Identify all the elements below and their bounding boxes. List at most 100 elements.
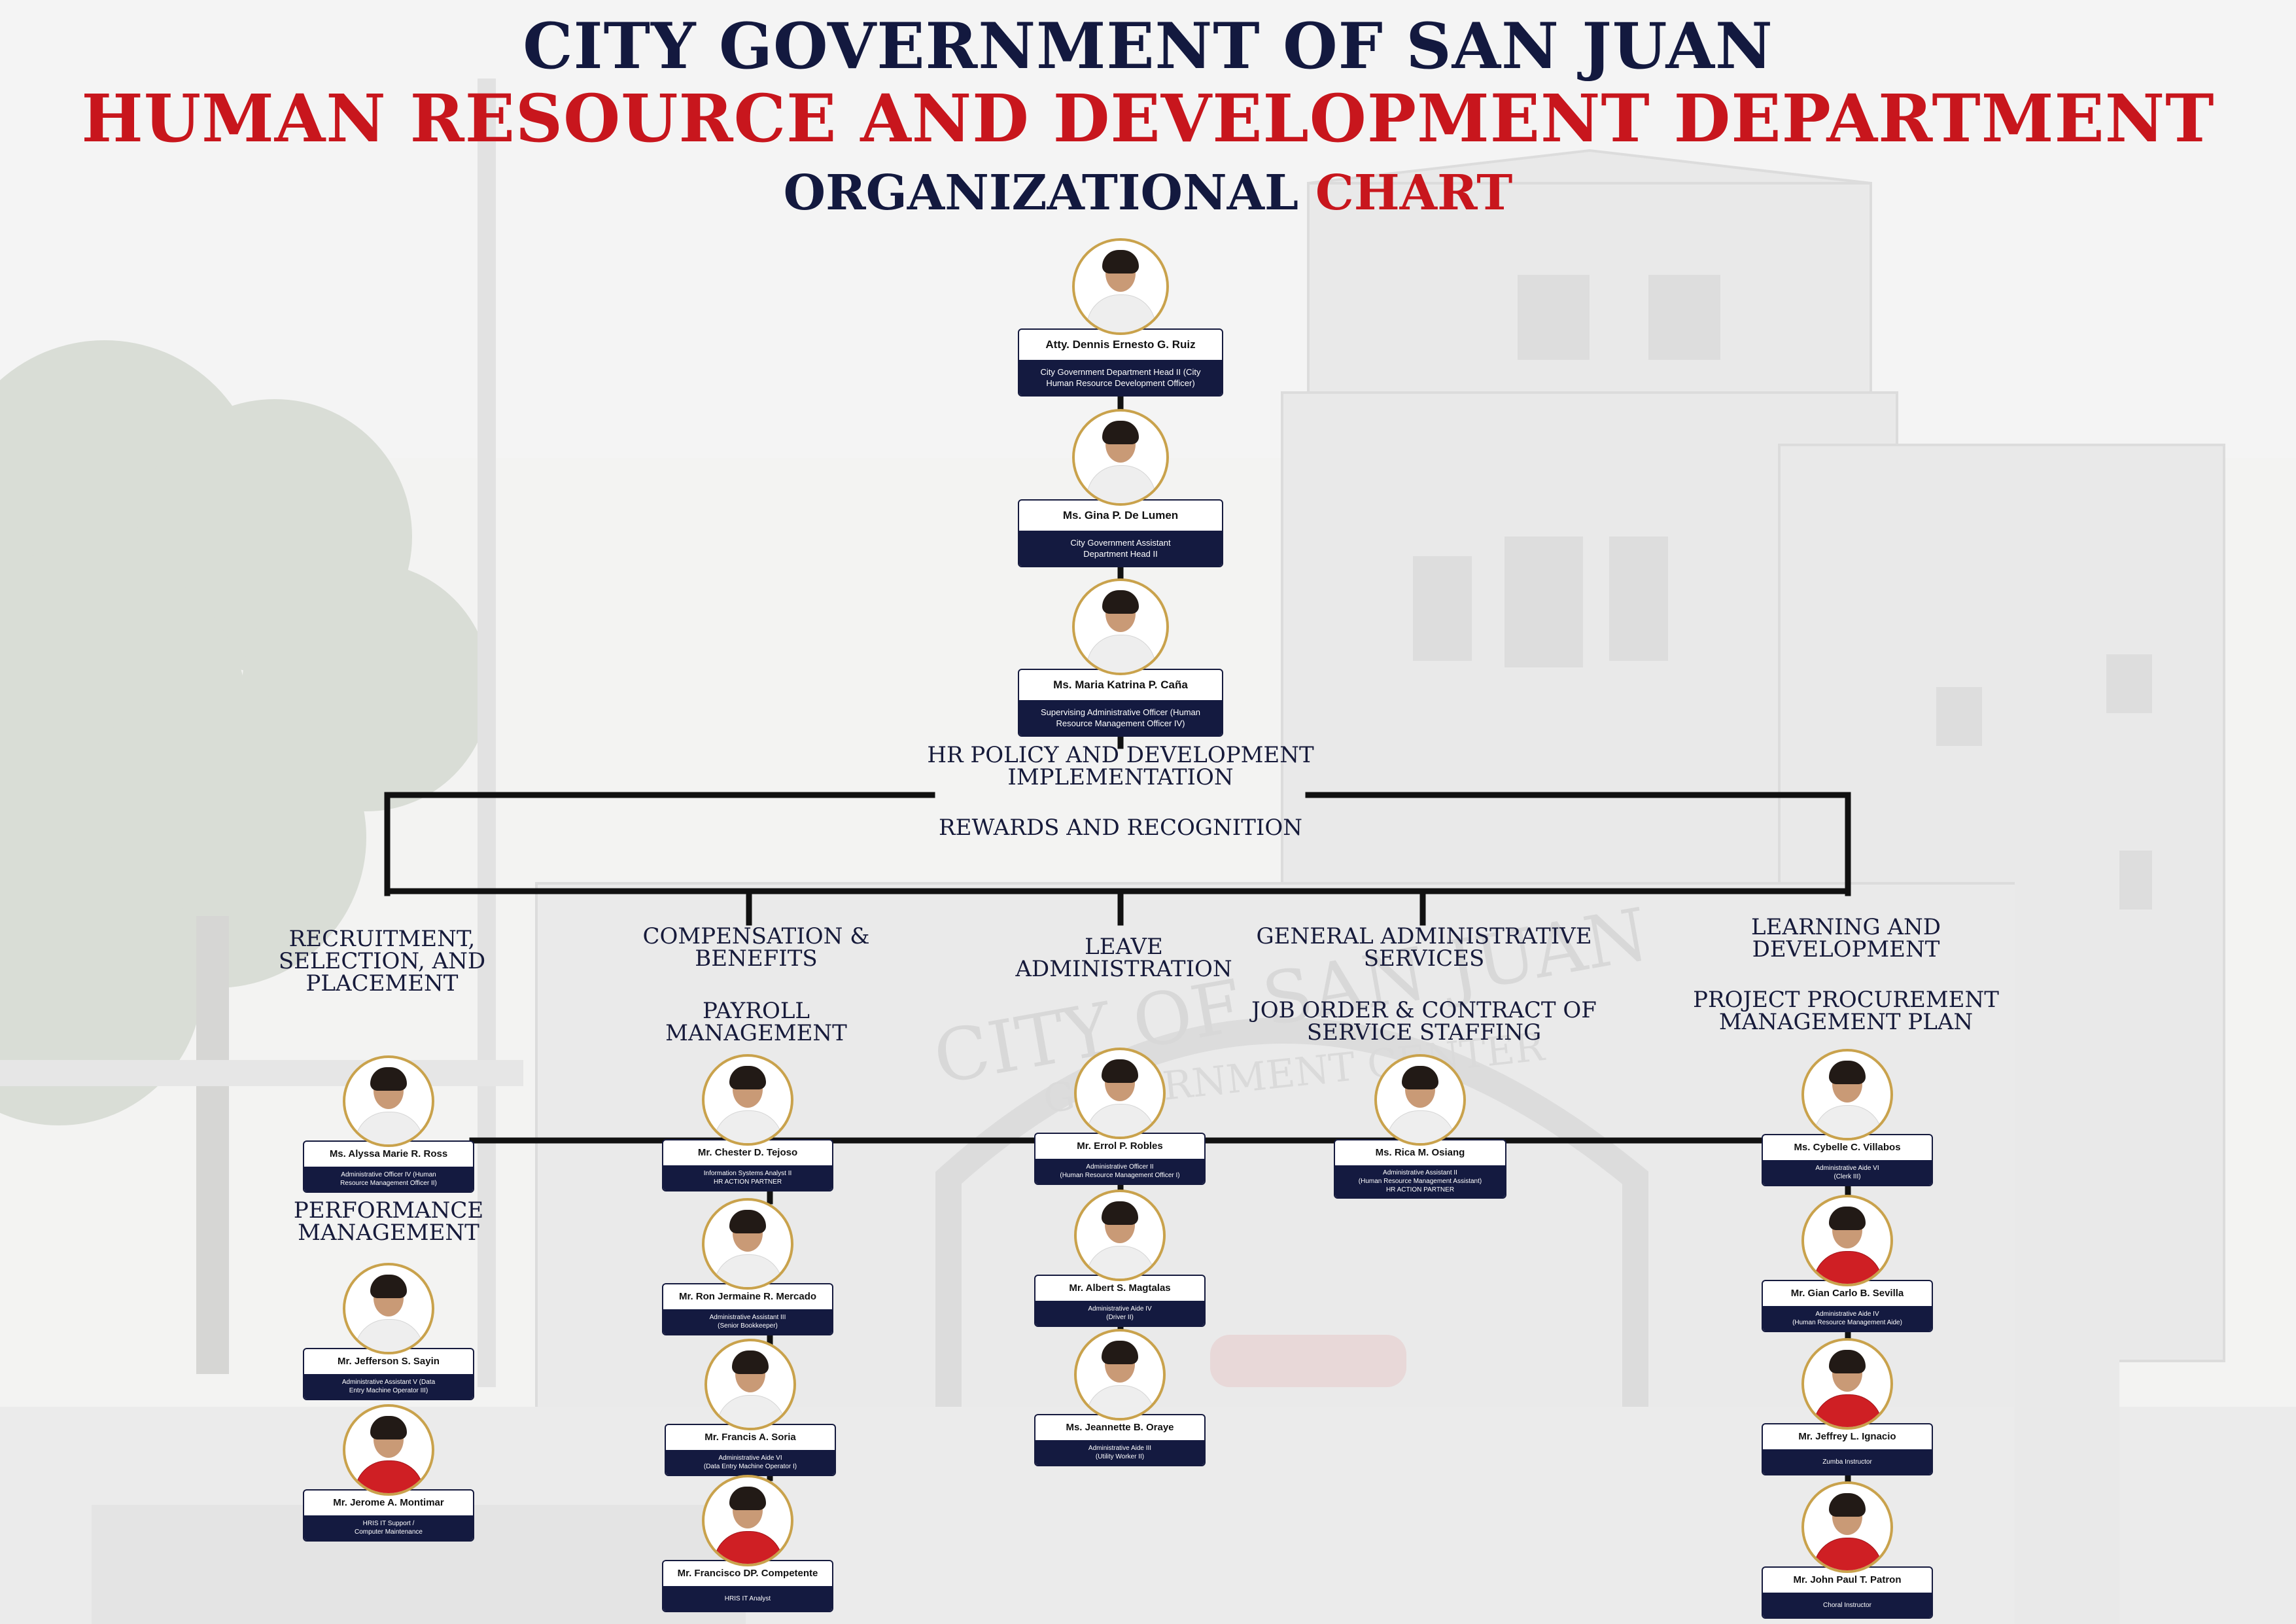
person-role-line2: (Data Entry Machine Operator I) — [703, 1463, 797, 1470]
person-role-line2: (Utility Worker II) — [1095, 1453, 1145, 1460]
node-oraye: Ms. Jeannette B. Oraye Administrative Ai… — [1034, 1329, 1206, 1466]
name-card: Mr. Francisco DP. Competente HRIS IT Ana… — [662, 1560, 833, 1612]
person-role-line1: Administrative Aide IV — [1815, 1311, 1879, 1318]
person-role: Supervising Administrative Officer (Huma… — [1019, 700, 1222, 735]
name-card: Mr. Albert S. Magtalas Administrative Ai… — [1034, 1275, 1206, 1327]
avatar — [1374, 1054, 1466, 1146]
person-role: Administrative Aide IV(Human Resource Ma… — [1763, 1306, 1932, 1331]
person-role: Choral Instructor — [1763, 1593, 1932, 1617]
section-rewards: REWARDS AND RECOGNITION — [939, 817, 1302, 839]
name-card: Mr. Errol P. Robles Administrative Offic… — [1034, 1133, 1206, 1185]
avatar — [704, 1339, 796, 1430]
avatar — [1801, 1049, 1893, 1140]
person-role-line1: Administrative Assistant V (Data — [341, 1379, 436, 1386]
person-role-line2: Entry Machine Operator III) — [349, 1387, 428, 1394]
section-payroll-line2: MANAGEMENT — [665, 1020, 847, 1046]
avatar — [1072, 578, 1169, 675]
name-card: Atty. Dennis Ernesto G. Ruiz City Govern… — [1018, 328, 1223, 397]
person-role: HRIS IT Support /Computer Maintenance — [304, 1515, 473, 1540]
name-card: Mr. John Paul T. Patron Choral Instructo… — [1762, 1566, 1933, 1619]
avatar — [1072, 409, 1169, 506]
person-role-line2: Computer Maintenance — [355, 1528, 423, 1536]
chart-title-part2: CHART — [1315, 165, 1513, 221]
person-name: Ms. Alyssa Marie R. Ross — [329, 1148, 448, 1159]
person-role: Administrative Assistant II(Human Resour… — [1335, 1165, 1505, 1197]
section-ppmp: PROJECT PROCUREMENT MANAGEMENT PLAN — [1693, 989, 1999, 1033]
person-role-line2: (Driver II) — [1106, 1314, 1134, 1321]
name-card: Mr. Jerome A. Montimar HRIS IT Support /… — [303, 1489, 474, 1542]
person-role-line2: (Clerk III) — [1834, 1173, 1861, 1180]
name-card: Ms. Alyssa Marie R. Ross Administrative … — [303, 1140, 474, 1193]
person-name: Ms. Gina P. De Lumen — [1062, 509, 1179, 521]
section-job-order-line2: SERVICE STAFFING — [1306, 1019, 1542, 1046]
person-role-line1: Administrative Aide VI — [718, 1455, 782, 1462]
avatar — [1801, 1481, 1893, 1573]
avatar — [1801, 1338, 1893, 1430]
person-role: City Government Department Head II (City… — [1019, 360, 1222, 395]
node-villabos: Ms. Cybelle C. Villabos Administrative A… — [1762, 1049, 1933, 1186]
name-card: Mr. Francis A. Soria Administrative Aide… — [665, 1424, 836, 1476]
person-role: Administrative Aide IV(Driver II) — [1035, 1301, 1204, 1326]
section-compensation-line1: COMPENSATION & — [642, 923, 870, 949]
avatar — [1801, 1195, 1893, 1286]
node-department-head: Atty. Dennis Ernesto G. Ruiz City Govern… — [1018, 238, 1223, 397]
section-hr-policy: HR POLICY AND DEVELOPMENT IMPLEMENTATION — [927, 744, 1313, 788]
person-name: Ms. Rica M. Osiang — [1375, 1147, 1465, 1158]
name-card: Ms. Jeannette B. Oraye Administrative Ai… — [1034, 1414, 1206, 1466]
person-role: HRIS IT Analyst — [663, 1586, 832, 1611]
section-leave-line1: LEAVE — [1085, 934, 1163, 960]
person-name: Ms. Jeannette B. Oraye — [1066, 1422, 1174, 1433]
avatar — [1074, 1190, 1166, 1281]
person-name: Mr. Ron Jermaine R. Mercado — [678, 1291, 817, 1302]
name-card: Ms. Gina P. De Lumen City Government Ass… — [1018, 499, 1223, 567]
person-role-line1: Administrative Officer IV (Human — [341, 1171, 436, 1178]
person-name: Mr. Gian Carlo B. Sevilla — [1790, 1288, 1904, 1299]
person-name: Mr. Jerome A. Montimar — [333, 1497, 444, 1508]
section-learning-line1: LEARNING AND — [1750, 914, 1941, 940]
node-tejoso: Mr. Chester D. Tejoso Information System… — [662, 1054, 833, 1192]
person-role-line2: Human Resource Development Officer) — [1046, 378, 1195, 388]
section-compensation: COMPENSATION & BENEFITS — [643, 925, 870, 970]
node-ross: Ms. Alyssa Marie R. Ross Administrative … — [303, 1055, 474, 1193]
section-rewards-line1: REWARDS AND RECOGNITION — [939, 815, 1302, 841]
section-learning: LEARNING AND DEVELOPMENT — [1751, 916, 1941, 961]
avatar — [702, 1475, 793, 1566]
person-role-line2: (Human Resource Management Officer I) — [1060, 1172, 1180, 1179]
person-role-line1: Administrative Officer II — [1086, 1163, 1154, 1171]
name-card: Mr. Jeffrey L. Ignacio Zumba Instructor — [1762, 1423, 1933, 1475]
person-role-line1: HRIS IT Support / — [362, 1520, 415, 1527]
person-role: Administrative Aide VI(Clerk III) — [1763, 1160, 1932, 1185]
chart-title: ORGANIZATIONAL CHART — [0, 165, 2296, 221]
person-role-line1: Administrative Aide III — [1088, 1445, 1152, 1452]
name-card: Mr. Ron Jermaine R. Mercado Administrati… — [662, 1283, 833, 1335]
person-role-line2: (Human Resource Management Assistant) — [1358, 1178, 1482, 1185]
person-role-line1: Choral Instructor — [1823, 1601, 1871, 1609]
section-job-order: JOB ORDER & CONTRACT OF SERVICE STAFFING — [1251, 999, 1597, 1044]
name-card: Mr. Gian Carlo B. Sevilla Administrative… — [1762, 1280, 1933, 1332]
department-title: HUMAN RESOURCE AND DEVELOPMENT DEPARTMEN… — [81, 80, 2215, 157]
name-card: Ms. Maria Katrina P. Caña Supervising Ad… — [1018, 669, 1223, 737]
person-role-line1: Information Systems Analyst II — [703, 1170, 792, 1177]
name-card: Mr. Jefferson S. Sayin Administrative As… — [303, 1348, 474, 1400]
person-role-line1: Administrative Aide IV — [1088, 1305, 1152, 1313]
node-soria: Mr. Francis A. Soria Administrative Aide… — [665, 1339, 836, 1476]
node-magtalas: Mr. Albert S. Magtalas Administrative Ai… — [1034, 1190, 1206, 1327]
section-recruitment-line1: RECRUITMENT, — [288, 926, 476, 952]
person-name: Mr. Francisco DP. Competente — [677, 1568, 818, 1579]
avatar — [1074, 1329, 1166, 1421]
node-montimar: Mr. Jerome A. Montimar HRIS IT Support /… — [303, 1404, 474, 1542]
section-recruitment-line2: SELECTION, AND — [278, 948, 486, 974]
section-recruitment: RECRUITMENT, SELECTION, AND PLACEMENT — [279, 928, 485, 995]
avatar — [343, 1055, 434, 1147]
node-ignacio: Mr. Jeffrey L. Ignacio Zumba Instructor — [1762, 1338, 1933, 1475]
person-name: Mr. Jefferson S. Sayin — [338, 1356, 440, 1367]
node-sevilla: Mr. Gian Carlo B. Sevilla Administrative… — [1762, 1195, 1933, 1332]
avatar — [1072, 238, 1169, 335]
tree-left — [0, 340, 491, 1374]
node-osiang: Ms. Rica M. Osiang Administrative Assist… — [1334, 1054, 1506, 1199]
section-hr-policy-line1: HR POLICY AND DEVELOPMENT — [927, 742, 1314, 768]
person-role-line2: Department Head II — [1083, 549, 1158, 559]
